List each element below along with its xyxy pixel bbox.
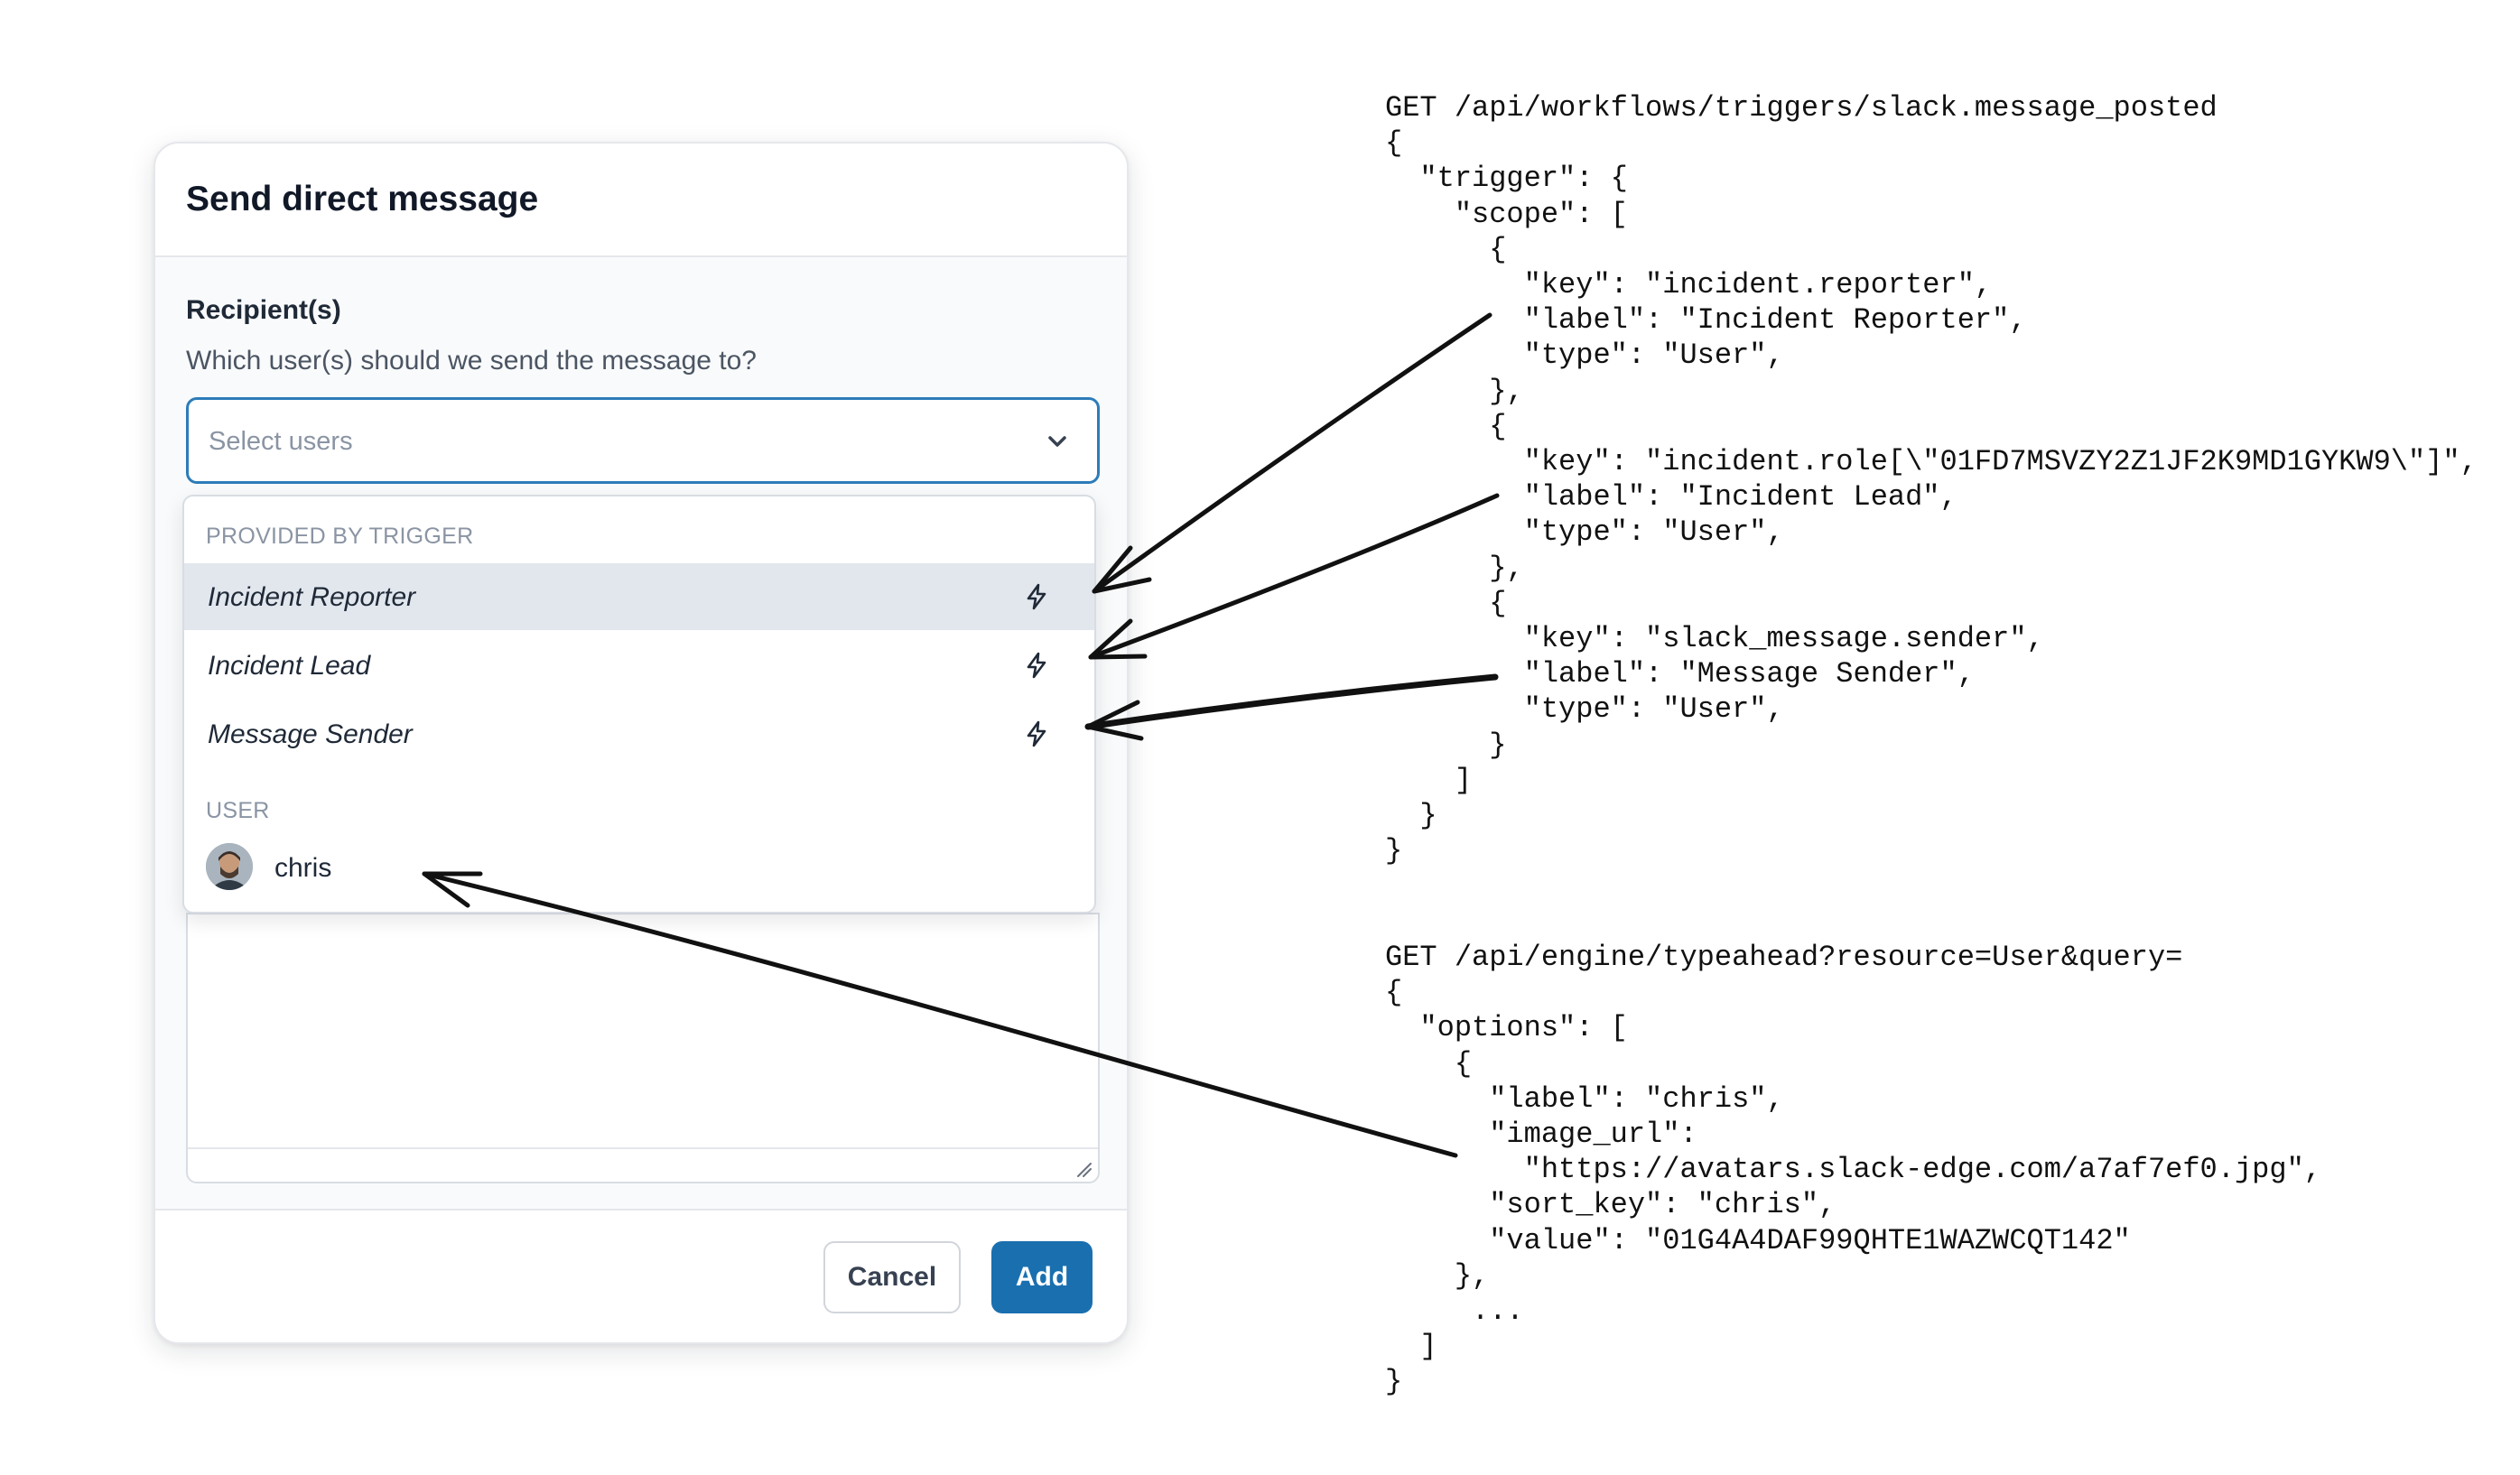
select-users-placeholder: Select users <box>209 427 353 456</box>
add-button[interactable]: Add <box>991 1241 1093 1313</box>
avatar <box>206 843 253 890</box>
option-label: Message Sender <box>208 719 413 749</box>
cancel-button[interactable]: Cancel <box>823 1241 961 1313</box>
option-label: Incident Lead <box>208 651 371 681</box>
modal-footer: Cancel Add <box>155 1209 1127 1342</box>
option-message-sender[interactable]: Message Sender <box>184 700 1094 767</box>
option-incident-reporter[interactable]: Incident Reporter <box>184 563 1094 630</box>
chevron-down-icon <box>1048 436 1066 447</box>
option-incident-lead[interactable]: Incident Lead <box>184 632 1094 699</box>
modal-header: Send direct message <box>155 144 1127 257</box>
bolt-icon <box>1027 720 1046 747</box>
option-label: Incident Reporter <box>208 582 416 612</box>
typeahead-api-response: GET /api/engine/typeahead?resource=User&… <box>1385 941 2321 1399</box>
trigger-scope-api-response: GET /api/workflows/triggers/slack.messag… <box>1385 91 2478 868</box>
bolt-icon <box>1027 583 1046 610</box>
modal-title: Send direct message <box>186 180 539 218</box>
group-label-user: USER <box>206 798 270 823</box>
user-avatar-image <box>206 843 253 890</box>
message-textarea[interactable] <box>186 913 1100 1183</box>
resize-handle-icon[interactable] <box>1073 1158 1093 1178</box>
select-users-dropdown[interactable]: Select users <box>186 397 1100 484</box>
option-label: chris <box>274 853 332 883</box>
textarea-divider <box>188 1147 1098 1149</box>
users-dropdown-menu: PROVIDED BY TRIGGER Incident Reporter In… <box>182 495 1096 914</box>
recipients-help-text: Which user(s) should we send the message… <box>186 346 757 376</box>
group-label-provided-by-trigger: PROVIDED BY TRIGGER <box>206 524 474 549</box>
bolt-icon <box>1027 652 1046 679</box>
recipients-label: Recipient(s) <box>186 295 341 325</box>
